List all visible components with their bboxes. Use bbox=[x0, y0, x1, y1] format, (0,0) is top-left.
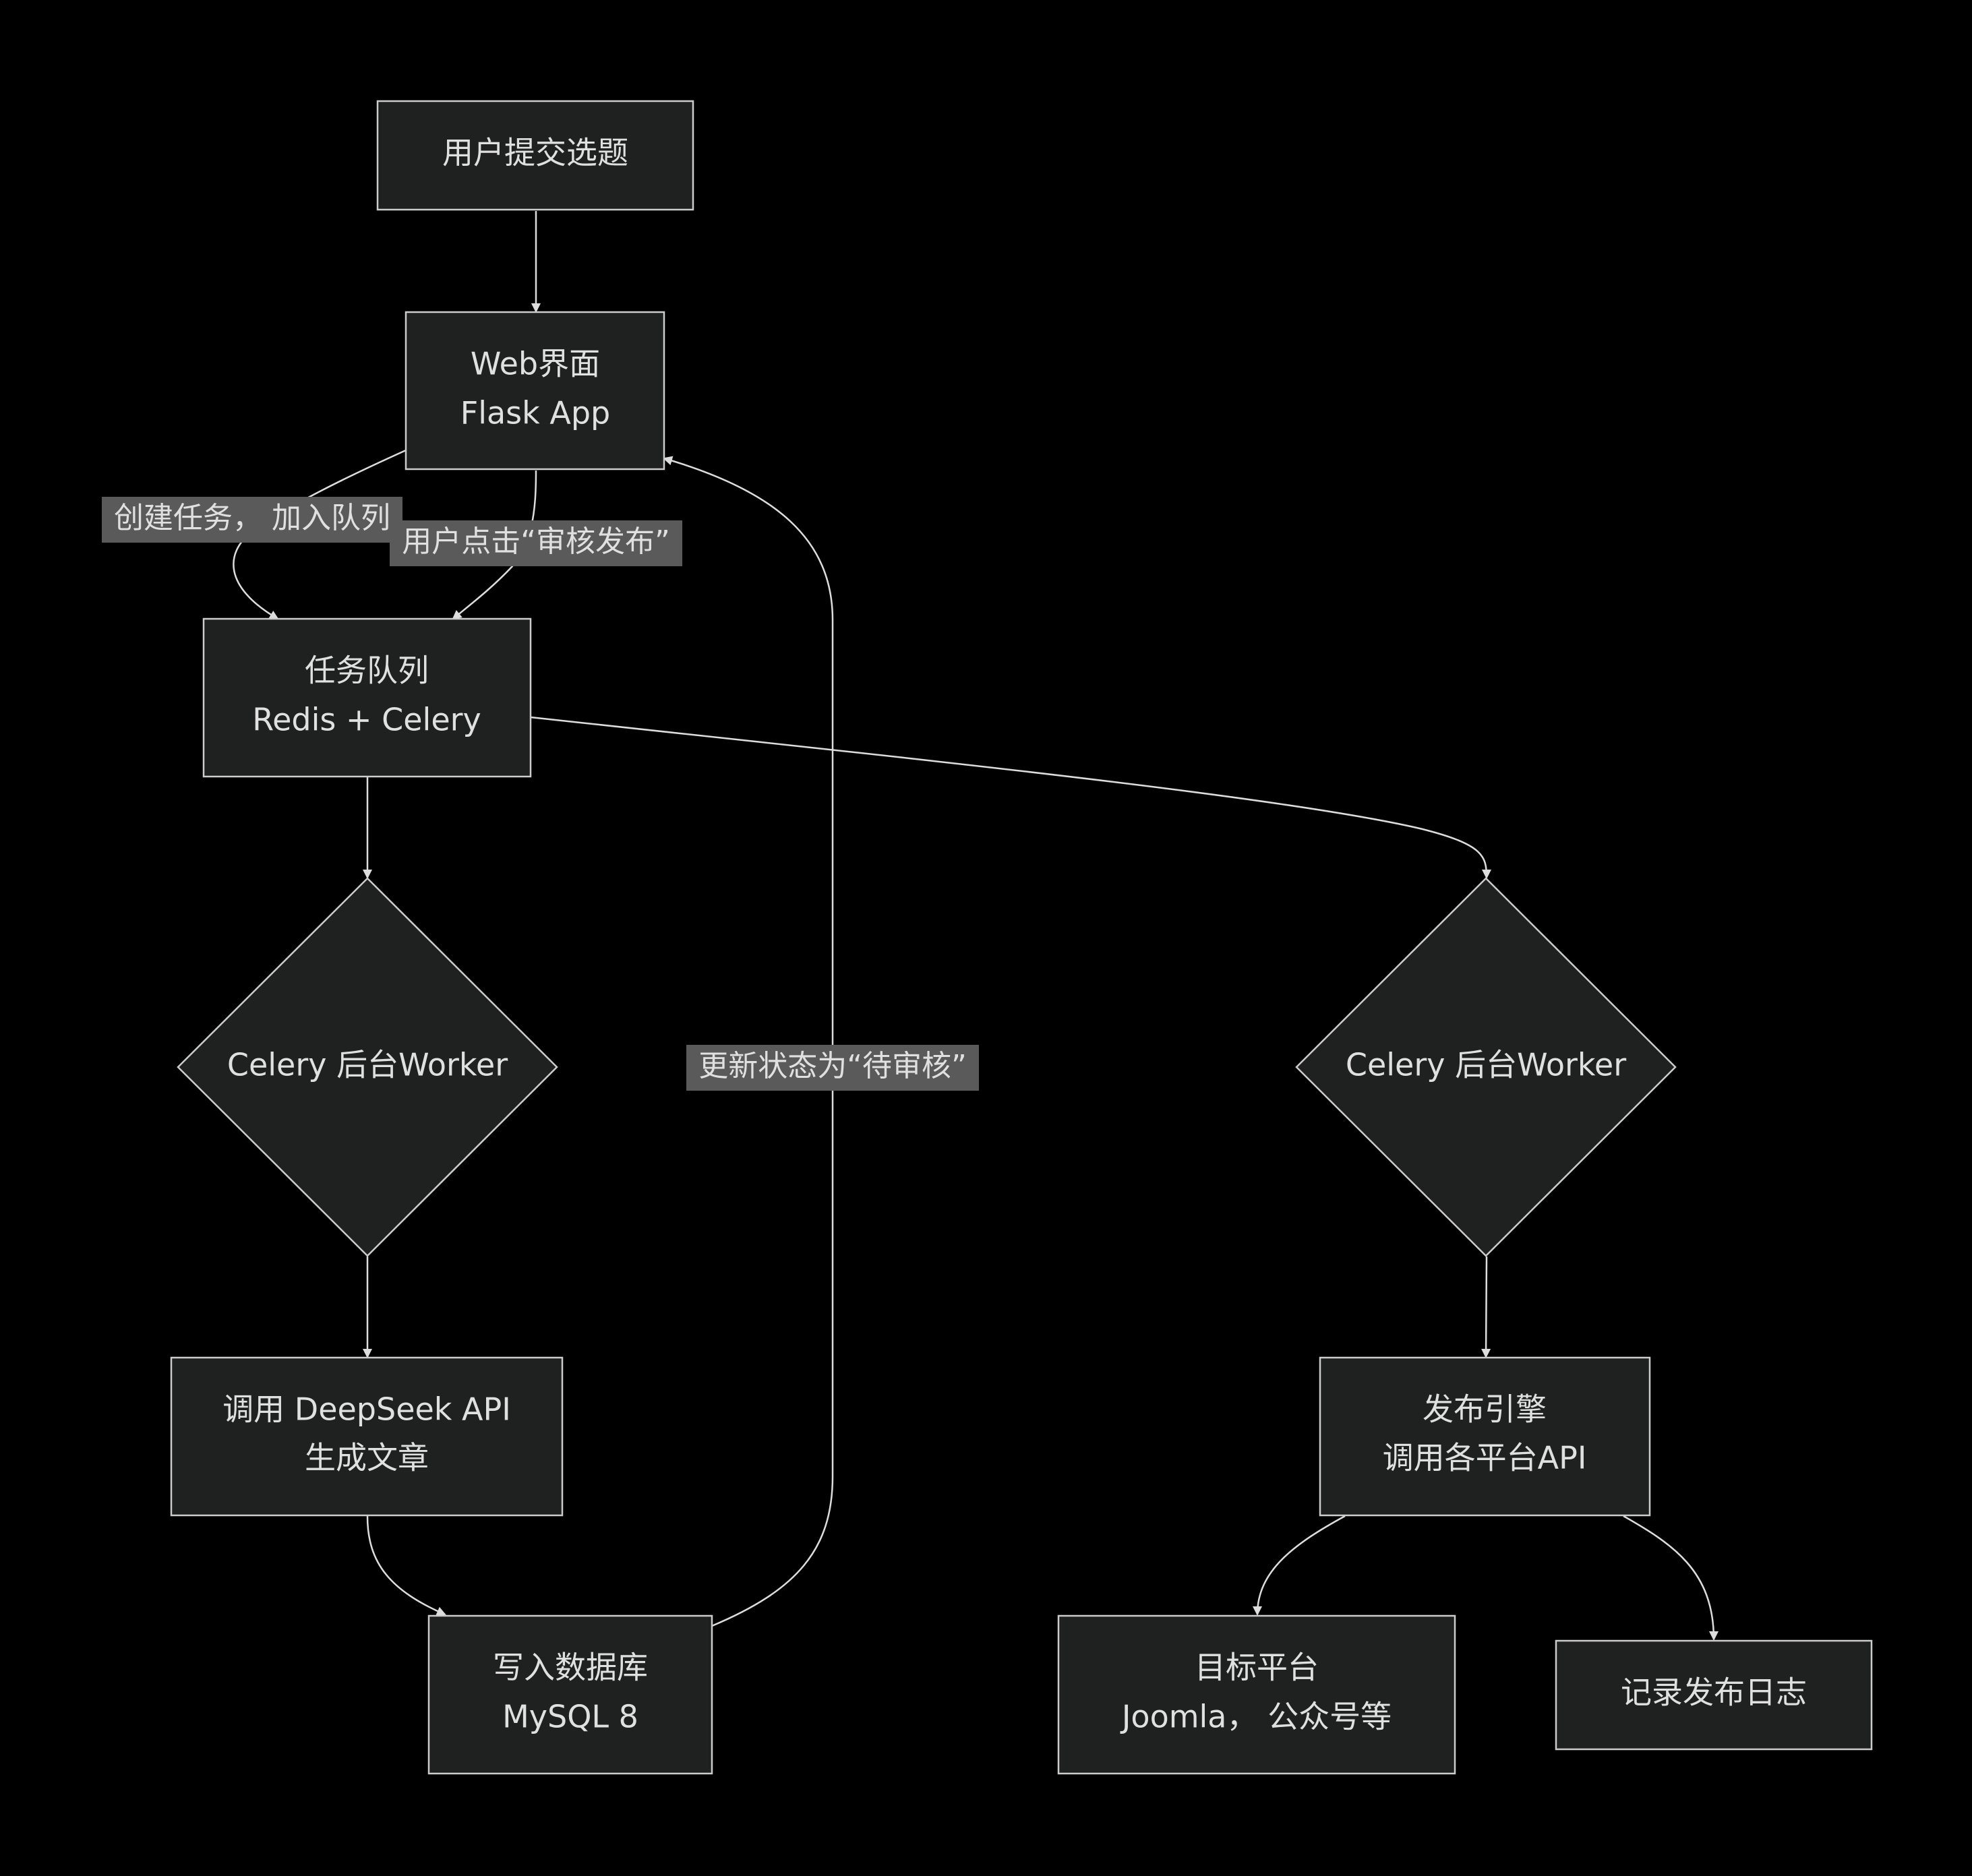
edge-label-review-publish-text: 用户点击“审核发布” bbox=[402, 524, 670, 559]
node-queue: 任务队列 Redis + Celery bbox=[202, 617, 532, 778]
edge-publish-to-log bbox=[1623, 1515, 1719, 1641]
node-target: 目标平台 Joomla， 公众号等 bbox=[1057, 1614, 1456, 1775]
edge-db-to-web-update bbox=[663, 456, 834, 1627]
node-worker-left: Celery 后台Worker bbox=[177, 877, 558, 1257]
node-worker-right-line-1: Celery 后台Worker bbox=[1346, 1047, 1626, 1083]
node-db-line-1: 写入数据库 bbox=[493, 1650, 648, 1686]
node-deepseek-line-2: 生成文章 bbox=[305, 1440, 429, 1476]
node-publish-line-1: 发布引擎 bbox=[1423, 1391, 1547, 1428]
edge-publish-to-target bbox=[1253, 1515, 1346, 1616]
node-submit-line-1: 用户提交选题 bbox=[442, 135, 628, 171]
edge-label-update-status: 更新状态为“待审核” bbox=[686, 1045, 979, 1091]
edge-label-update-status-text: 更新状态为“待审核” bbox=[698, 1049, 967, 1083]
node-target-line-1: 目标平台 bbox=[1195, 1650, 1319, 1686]
node-target-line-2: Joomla， 公众号等 bbox=[1120, 1699, 1392, 1735]
node-db-line-2: MySQL 8 bbox=[502, 1699, 638, 1735]
node-publish: 发布引擎 调用各平台API bbox=[1319, 1356, 1651, 1517]
edge-queue-to-worker-right bbox=[530, 716, 1491, 879]
edge-deepseek-to-db bbox=[366, 1515, 446, 1616]
edge-label-create-task-text: 创建任务， 加入队列 bbox=[114, 501, 390, 535]
node-web-line-2: Flask App bbox=[460, 395, 611, 431]
node-submit: 用户提交选题 bbox=[376, 100, 694, 211]
node-queue-line-1: 任务队列 bbox=[305, 653, 429, 689]
node-web-line-1: Web界面 bbox=[471, 346, 600, 382]
node-log-line-1: 记录发布日志 bbox=[1621, 1674, 1807, 1711]
node-queue-line-2: Redis + Celery bbox=[252, 702, 481, 738]
node-web: Web界面 Flask App bbox=[405, 311, 665, 471]
edges bbox=[233, 211, 1719, 1641]
node-log: 记录发布日志 bbox=[1555, 1639, 1873, 1751]
node-deepseek: 调用 DeepSeek API 生成文章 bbox=[170, 1356, 564, 1517]
edge-label-review-publish: 用户点击“审核发布” bbox=[390, 520, 682, 566]
node-worker-left-line-1: Celery 后台Worker bbox=[227, 1047, 508, 1083]
edge-worker-right-to-publish bbox=[1481, 1256, 1491, 1358]
node-deepseek-line-1: 调用 DeepSeek API bbox=[222, 1391, 511, 1428]
node-publish-line-2: 调用各平台API bbox=[1383, 1440, 1587, 1476]
edge-label-create-task: 创建任务， 加入队列 bbox=[102, 497, 402, 543]
node-db: 写入数据库 MySQL 8 bbox=[427, 1614, 713, 1775]
node-worker-right: Celery 后台Worker bbox=[1295, 877, 1677, 1257]
